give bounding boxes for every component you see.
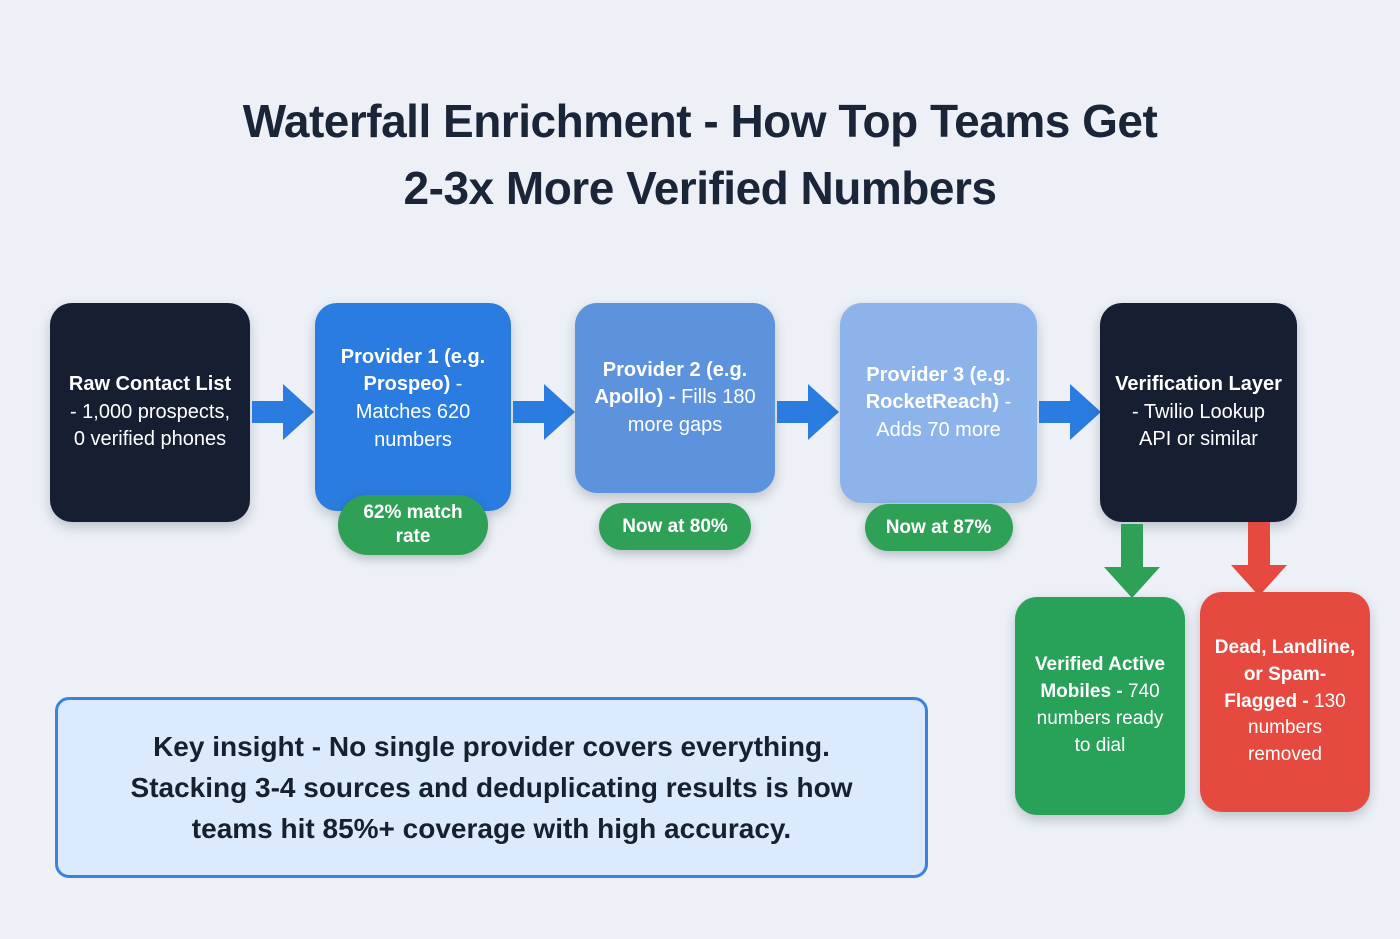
verified-mobiles-box: Verified Active Mobiles - 740 numbers re…	[1015, 597, 1185, 815]
coverage-badge-87: Now at 87%	[864, 504, 1013, 551]
key-insight-box: Key insight - No single provider covers …	[55, 697, 928, 878]
step-raw-contact-list: Raw Contact List - 1,000 prospects, 0 ve…	[50, 303, 250, 522]
arrow-head	[1070, 384, 1101, 440]
page-title: Waterfall Enrichment - How Top Teams Get…	[0, 88, 1400, 221]
provider-1-text: Provider 1 (e.g. Prospeo) - Matches 620 …	[329, 344, 497, 454]
page-title-line-1: Waterfall Enrichment - How Top Teams Get	[242, 95, 1158, 147]
arrow-shaft	[1039, 401, 1072, 423]
provider-3-title: Provider 3 (e.g. RocketReach)	[865, 363, 1011, 414]
provider-1-box: Provider 1 (e.g. Prospeo) - Matches 620 …	[315, 303, 511, 511]
key-insight-text: Key insight - No single provider covers …	[130, 730, 853, 845]
provider-3-box: Provider 3 (e.g. RocketReach) - Adds 70 …	[840, 303, 1037, 503]
step-provider-2: Provider 2 (e.g. Apollo) - Fills 180 mor…	[575, 303, 775, 550]
verified-mobiles-text: Verified Active Mobiles - 740 numbers re…	[1029, 652, 1171, 760]
provider-1-title: Provider 1 (e.g. Prospeo)	[340, 345, 486, 396]
removed-numbers-text: Dead, Landline, or Spam-Flagged - 130 nu…	[1214, 635, 1356, 770]
step-provider-1: Provider 1 (e.g. Prospeo) - Matches 620 …	[315, 303, 511, 555]
verification-layer-box: Verification Layer - Twilio Lookup API o…	[1100, 303, 1297, 522]
arrow-head	[1231, 565, 1287, 596]
provider-2-title: Provider 2 (e.g. Apollo) -	[594, 358, 748, 409]
raw-contact-list-text: Raw Contact List - 1,000 prospects, 0 ve…	[64, 371, 236, 454]
arrow-head	[544, 384, 575, 440]
match-rate-badge: 62% match rate	[338, 495, 488, 555]
arrow-shaft	[777, 401, 810, 423]
raw-contact-list-title: Raw Contact List	[68, 373, 232, 396]
arrow-right-icon	[252, 384, 314, 440]
arrow-right-icon	[513, 384, 575, 440]
verification-layer-title: Verification Layer	[1115, 373, 1282, 396]
provider-3-text: Provider 3 (e.g. RocketReach) - Adds 70 …	[854, 362, 1023, 445]
arrow-down-green-icon	[1104, 524, 1160, 598]
arrow-head	[1104, 567, 1160, 598]
arrow-right-icon	[777, 384, 839, 440]
verification-layer-text: Verification Layer - Twilio Lookup API o…	[1114, 371, 1283, 454]
arrow-head	[808, 384, 839, 440]
step-verification-layer: Verification Layer - Twilio Lookup API o…	[1100, 303, 1297, 522]
provider-2-detail: Fills 180 more gaps	[627, 386, 756, 436]
arrow-shaft	[252, 401, 285, 423]
coverage-badge-80: Now at 80%	[599, 503, 751, 550]
page-title-line-2: 2-3x More Verified Numbers	[403, 161, 997, 214]
removed-numbers-title: Dead, Landline, or Spam-Flagged -	[1214, 636, 1356, 712]
provider-3-detail: - Adds 70 more	[876, 391, 1012, 441]
removed-numbers-box: Dead, Landline, or Spam-Flagged - 130 nu…	[1200, 592, 1370, 812]
verification-layer-detail: - Twilio Lookup API or similar	[1131, 400, 1266, 451]
arrow-shaft	[1248, 522, 1270, 567]
arrow-shaft	[1121, 524, 1143, 569]
verified-mobiles-title: Verified Active Mobiles -	[1034, 654, 1166, 703]
provider-2-text: Provider 2 (e.g. Apollo) - Fills 180 mor…	[589, 357, 761, 440]
arrow-shaft	[513, 401, 546, 423]
provider-2-box: Provider 2 (e.g. Apollo) - Fills 180 mor…	[575, 303, 775, 493]
arrow-head	[283, 384, 314, 440]
provider-1-detail: - Matches 620 numbers	[355, 373, 471, 451]
verified-mobiles-detail: 740 numbers ready to dial	[1036, 681, 1164, 756]
raw-contact-list-detail: - 1,000 prospects, 0 verified phones	[69, 400, 231, 451]
raw-contact-list-box: Raw Contact List - 1,000 prospects, 0 ve…	[50, 303, 250, 522]
arrow-right-icon	[1039, 384, 1101, 440]
arrow-down-red-icon	[1231, 522, 1287, 596]
step-provider-3: Provider 3 (e.g. RocketReach) - Adds 70 …	[840, 303, 1037, 551]
removed-numbers-detail: 130 numbers removed	[1248, 690, 1346, 766]
